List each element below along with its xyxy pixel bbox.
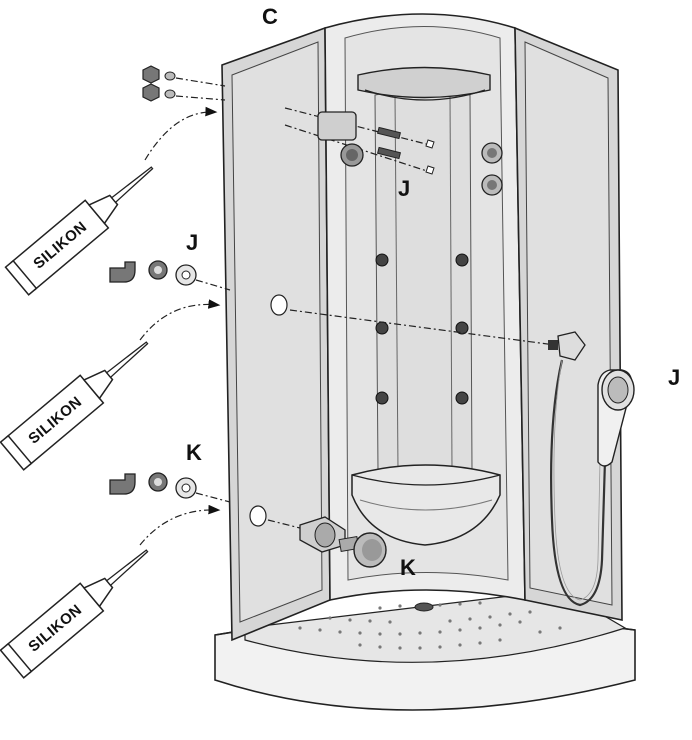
hand-shower-assembly [548,331,635,607]
nuts-washers [142,65,226,102]
label-j-upper-inlet: J [186,230,198,255]
label-k-lower-inlet: K [186,440,202,465]
label-j-hand-shower: J [668,365,680,390]
right-side-panel [514,26,623,621]
massage-jets [375,253,469,405]
top-light-shelf [357,66,491,101]
label-k-thermostat: K [400,555,416,580]
mixer-bracket [284,107,435,175]
panel-hole-upper [270,294,288,316]
control-knobs [481,142,503,196]
tray-floor [244,589,627,663]
panel-hole-lower [249,505,267,527]
thermostat-mixer [299,516,387,568]
silicone-tube-bottom: SILIKON [0,504,221,679]
label-j-mixer-bracket: J [398,176,410,201]
tray-anti-slip-dots [298,601,562,650]
drain-icon [414,602,434,612]
elbow-fitting-upper [109,260,231,291]
shower-hose [550,359,607,607]
label-c-top-panel: C [262,4,278,29]
shower-tray [214,589,636,711]
left-side-panel [221,26,331,642]
corner-seat [351,464,501,546]
back-center-panel [324,13,526,601]
elbow-fitting-lower [109,472,231,503]
thermostat-lead [267,519,301,529]
